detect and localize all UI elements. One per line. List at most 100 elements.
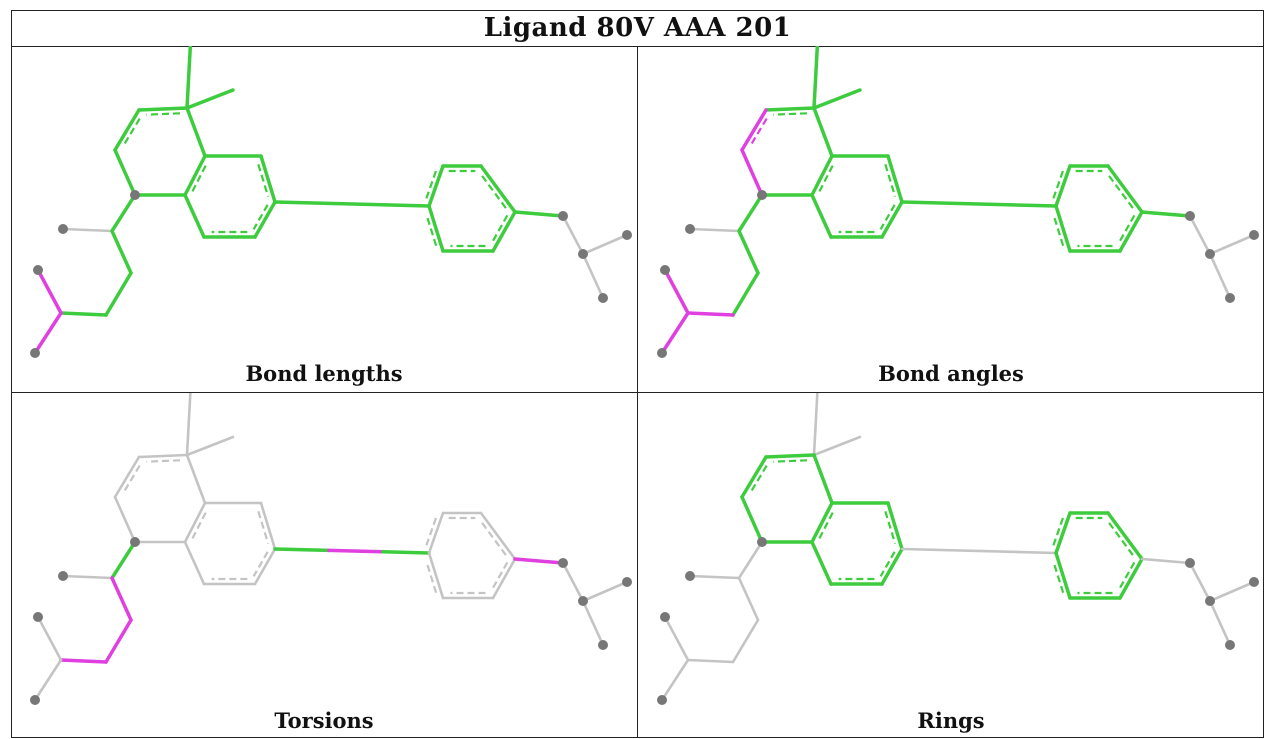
atom-h1 — [58, 571, 68, 581]
bond-b6b1-aromatic — [1052, 213, 1065, 247]
bond-a2c1 — [740, 148, 764, 197]
bond-b6b1 — [427, 551, 445, 600]
bond-me2 — [185, 435, 235, 457]
bond-t1t2 — [737, 229, 760, 275]
bond-s1s2 — [1188, 561, 1212, 603]
bond-b3b4-aromatic — [481, 175, 507, 209]
bond-me2 — [812, 88, 862, 110]
bond-cqa1 — [764, 453, 816, 459]
bond-t1h1 — [61, 227, 114, 233]
bond-b1b2 — [427, 164, 445, 208]
bond-s1s2 — [1188, 214, 1212, 256]
bond-s2s3 — [581, 233, 629, 256]
bond-t1t2 — [110, 576, 133, 622]
atom-s3 — [622, 230, 632, 240]
bond-b1b2 — [427, 511, 445, 555]
atom-s4 — [1225, 640, 1235, 650]
atom-s1 — [558, 211, 568, 221]
molecule-torsions — [30, 393, 632, 705]
bond-a1a2-aromatic — [748, 465, 768, 495]
bond-t4h3 — [660, 311, 690, 355]
panel-bond-lengths: Bond lengths — [11, 46, 637, 392]
panel-rings: Rings — [638, 393, 1264, 739]
bond-r3r4 — [880, 200, 904, 239]
molecule-bond-lengths — [30, 46, 632, 358]
bond-b1b2 — [1054, 511, 1072, 555]
atom-h3 — [30, 695, 40, 705]
bond-c1t1 — [737, 193, 764, 233]
bond-a2c1 — [740, 495, 764, 544]
bond-s2s4 — [1208, 252, 1232, 300]
atom-s2 — [578, 596, 588, 606]
bond-b1b2-aromatic — [1052, 169, 1065, 199]
bond-c1t1 — [737, 540, 764, 580]
bond-r2r3-aromatic — [884, 164, 897, 197]
bond-b6b1 — [427, 204, 445, 253]
bond-b3b4 — [479, 511, 517, 561]
bond-r2r3-aromatic — [257, 164, 270, 197]
bond-me2 — [185, 88, 235, 110]
bond-cqa1-aromatic — [773, 112, 808, 116]
bond-t4h2 — [36, 615, 63, 662]
bond-t1t2 — [737, 576, 760, 622]
bond-b4b5 — [1118, 210, 1144, 253]
bond-a1a2-aromatic — [121, 118, 141, 148]
atom-s2 — [1205, 596, 1215, 606]
bond-r2r3-aromatic — [257, 511, 270, 544]
bond-link-a — [273, 547, 331, 553]
validation-grid: Ligand 80V AAA 201 Bond lengths Bond ang… — [11, 10, 1264, 738]
atom-h2 — [660, 265, 670, 275]
bond-t4h3 — [33, 658, 63, 702]
bond-b4s1 — [1140, 210, 1192, 218]
bond-s1s2 — [561, 561, 585, 603]
bond-t1h1 — [688, 574, 741, 580]
bond-r6r1 — [183, 154, 207, 197]
atom-c1 — [130, 190, 140, 200]
bond-r6r1 — [810, 501, 834, 544]
bond-r6r1-aromatic — [191, 163, 208, 192]
bond-r6r1-aromatic — [818, 163, 835, 192]
bond-r6r1-aromatic — [818, 510, 835, 539]
bond-b3b4-aromatic — [481, 522, 507, 556]
bond-cqr1 — [812, 106, 834, 158]
bond-link — [273, 200, 431, 208]
atom-h1 — [685, 224, 695, 234]
page-title: Ligand 80V AAA 201 — [483, 13, 792, 43]
bond-t4h2 — [36, 268, 63, 315]
bond-b1b2-aromatic — [1052, 516, 1065, 546]
bond-r3r4-aromatic — [879, 204, 896, 230]
bond-t1t2 — [110, 229, 133, 275]
atom-h1 — [58, 224, 68, 234]
bond-cqa1-aromatic — [146, 112, 181, 116]
bond-r6r1 — [183, 501, 207, 544]
bond-s2s3 — [1208, 233, 1256, 256]
bond-t2t3 — [731, 271, 760, 317]
bond-cqr1 — [812, 453, 834, 505]
bond-b4b5 — [491, 210, 517, 253]
panel-caption-bond-lengths: Bond lengths — [245, 361, 403, 386]
bond-r5r6 — [183, 193, 206, 239]
bond-t1h1 — [61, 574, 114, 580]
bond-r5r6 — [810, 540, 833, 586]
bond-cqr1 — [185, 106, 207, 158]
bond-b6b1 — [1054, 204, 1072, 253]
bond-r2r3 — [886, 501, 904, 551]
bond-t1h1 — [688, 227, 741, 233]
bond-r5r6 — [810, 193, 833, 239]
bond-a1a2 — [740, 455, 768, 499]
bond-t3t4 — [686, 311, 735, 317]
atom-c1 — [130, 537, 140, 547]
bond-r2r3-aromatic — [884, 511, 897, 544]
bond-c1t1 — [110, 193, 137, 233]
bond-me2 — [812, 435, 862, 457]
atom-s3 — [1249, 577, 1259, 587]
bond-link-c — [381, 550, 431, 555]
bond-s2s4 — [1208, 599, 1232, 647]
bond-b6b1 — [1054, 551, 1072, 600]
bond-b4b5 — [1118, 557, 1144, 600]
bond-r3r4-aromatic — [252, 204, 269, 230]
bond-link-b — [327, 548, 385, 554]
panel-caption-bond-angles: Bond angles — [878, 361, 1024, 386]
bond-b6b1-aromatic — [425, 560, 438, 594]
bond-t3t4 — [686, 658, 735, 664]
